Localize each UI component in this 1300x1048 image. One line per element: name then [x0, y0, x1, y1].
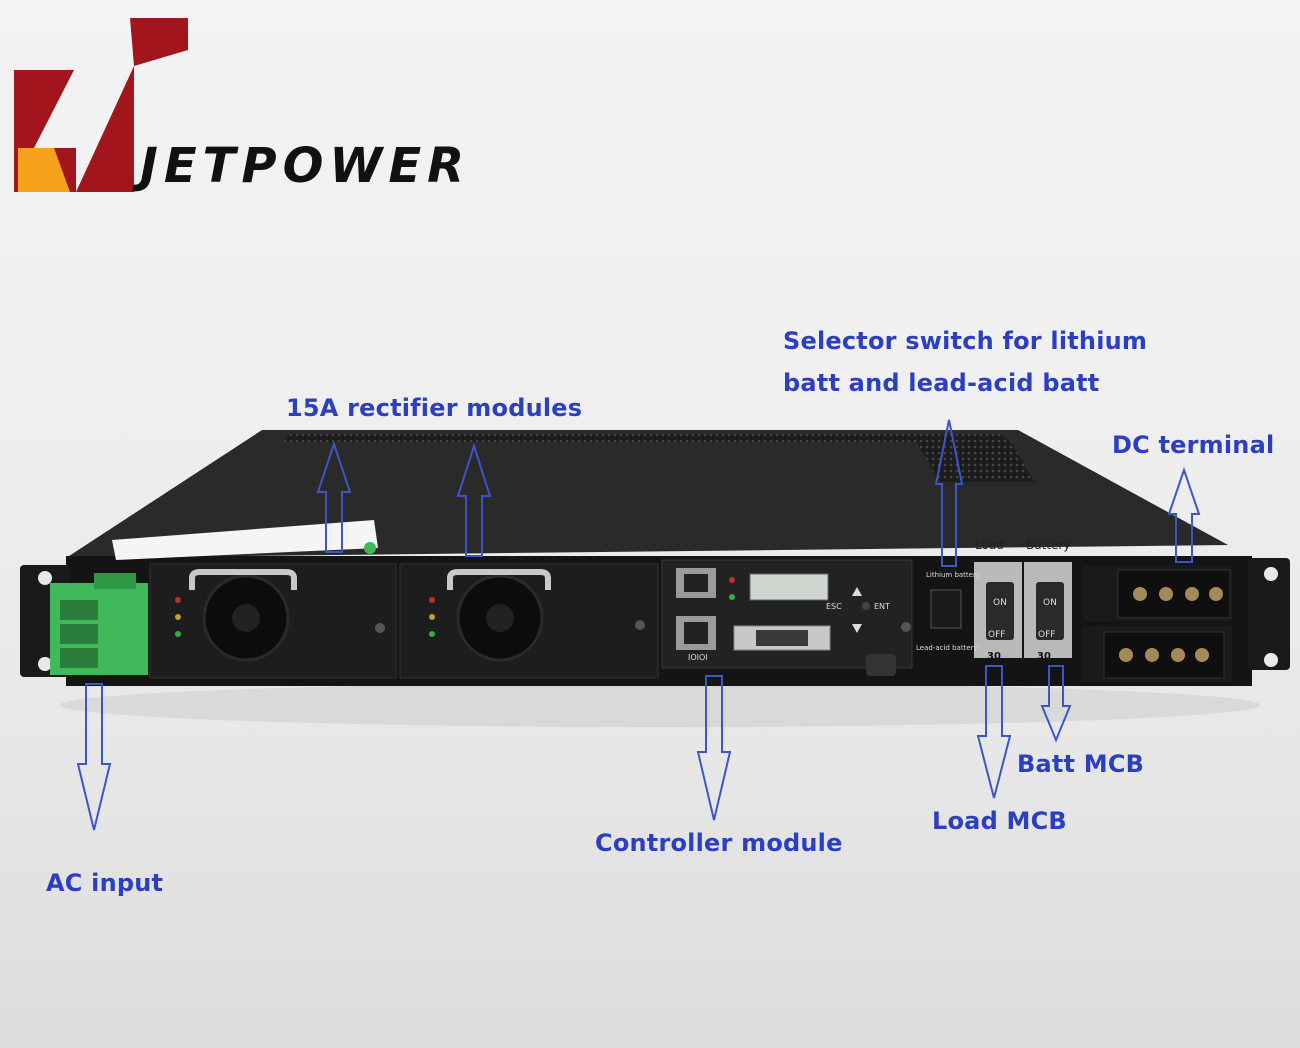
batt-mcb-off-label: OFF	[1038, 630, 1056, 640]
dc-terminal-callout: DC terminal	[1112, 431, 1275, 459]
esc-label: ESC	[826, 602, 842, 611]
batt-mcb-on-label: ON	[1043, 598, 1057, 608]
arrow-up-rectifier-2	[456, 442, 492, 557]
battery-label: Battery	[1026, 538, 1071, 552]
brand-wordmark: JETPOWER	[140, 138, 471, 194]
batt-mcb-callout: Batt MCB	[1017, 750, 1145, 778]
lithium-battery-label: Lithium battery	[926, 571, 981, 579]
arrow-down-load-mcb	[976, 665, 1012, 799]
batt-mcb-rating: 30	[1037, 651, 1051, 662]
arrow-down-controller	[696, 675, 732, 821]
controller-callout: Controller module	[595, 829, 843, 857]
rectifier-callout: 15A rectifier modules	[286, 394, 583, 422]
arrow-down-batt-mcb	[1040, 665, 1072, 743]
port-label: IOIOI	[688, 653, 708, 662]
arrow-up-rectifier-1	[316, 440, 352, 553]
jetpower-logo-icon	[14, 18, 188, 192]
lead-acid-battery-label: Lead-acid battery	[916, 644, 978, 652]
load-mcb-rating: 30	[987, 651, 1001, 662]
arrow-down-ac-input	[76, 683, 112, 831]
load-mcb-callout: Load MCB	[932, 807, 1067, 835]
load-mcb-on-label: ON	[993, 598, 1007, 608]
ac-input-callout: AC input	[46, 869, 164, 897]
ent-label: ENT	[874, 602, 890, 611]
selector-callout-line2: batt and lead-acid batt	[783, 369, 1100, 397]
arrow-up-dc-terminal	[1167, 466, 1201, 563]
selector-callout-line1: Selector switch for lithium	[783, 327, 1148, 355]
load-label: Load	[975, 538, 1004, 552]
arrow-up-selector	[934, 419, 964, 567]
load-mcb-off-label: OFF	[988, 630, 1006, 640]
